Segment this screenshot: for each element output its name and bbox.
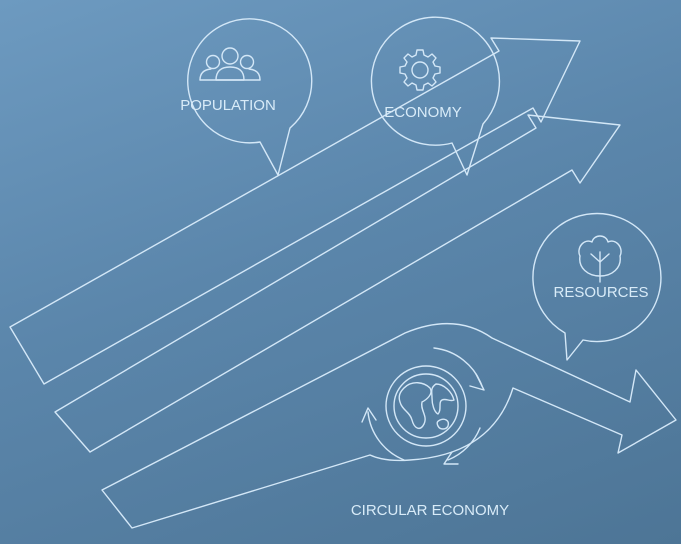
resources-label: RESOURCES: [553, 284, 648, 301]
cycle-arrow: [367, 411, 405, 461]
circular-economy-label: CIRCULAR ECONOMY: [351, 502, 509, 519]
growth-arrow-top: [9, 37, 581, 385]
cycle-arrow: [433, 347, 483, 387]
growth-arrow-bottom: [101, 323, 677, 529]
economy-bubble: ECONOMY: [370, 16, 501, 176]
cycle-arrow: [447, 427, 481, 461]
globe-icon: [385, 365, 467, 447]
resources-bubble: RESOURCES: [532, 212, 662, 361]
circular-economy-symbol: [361, 347, 485, 465]
economy-label: ECONOMY: [384, 104, 462, 121]
population-bubble: POPULATION: [180, 18, 313, 176]
people-icon: [199, 47, 261, 81]
growth-arrow-middle: [54, 114, 621, 453]
gear-icon: [399, 49, 441, 91]
population-label: POPULATION: [180, 97, 276, 114]
leaf-icon: [578, 235, 622, 283]
